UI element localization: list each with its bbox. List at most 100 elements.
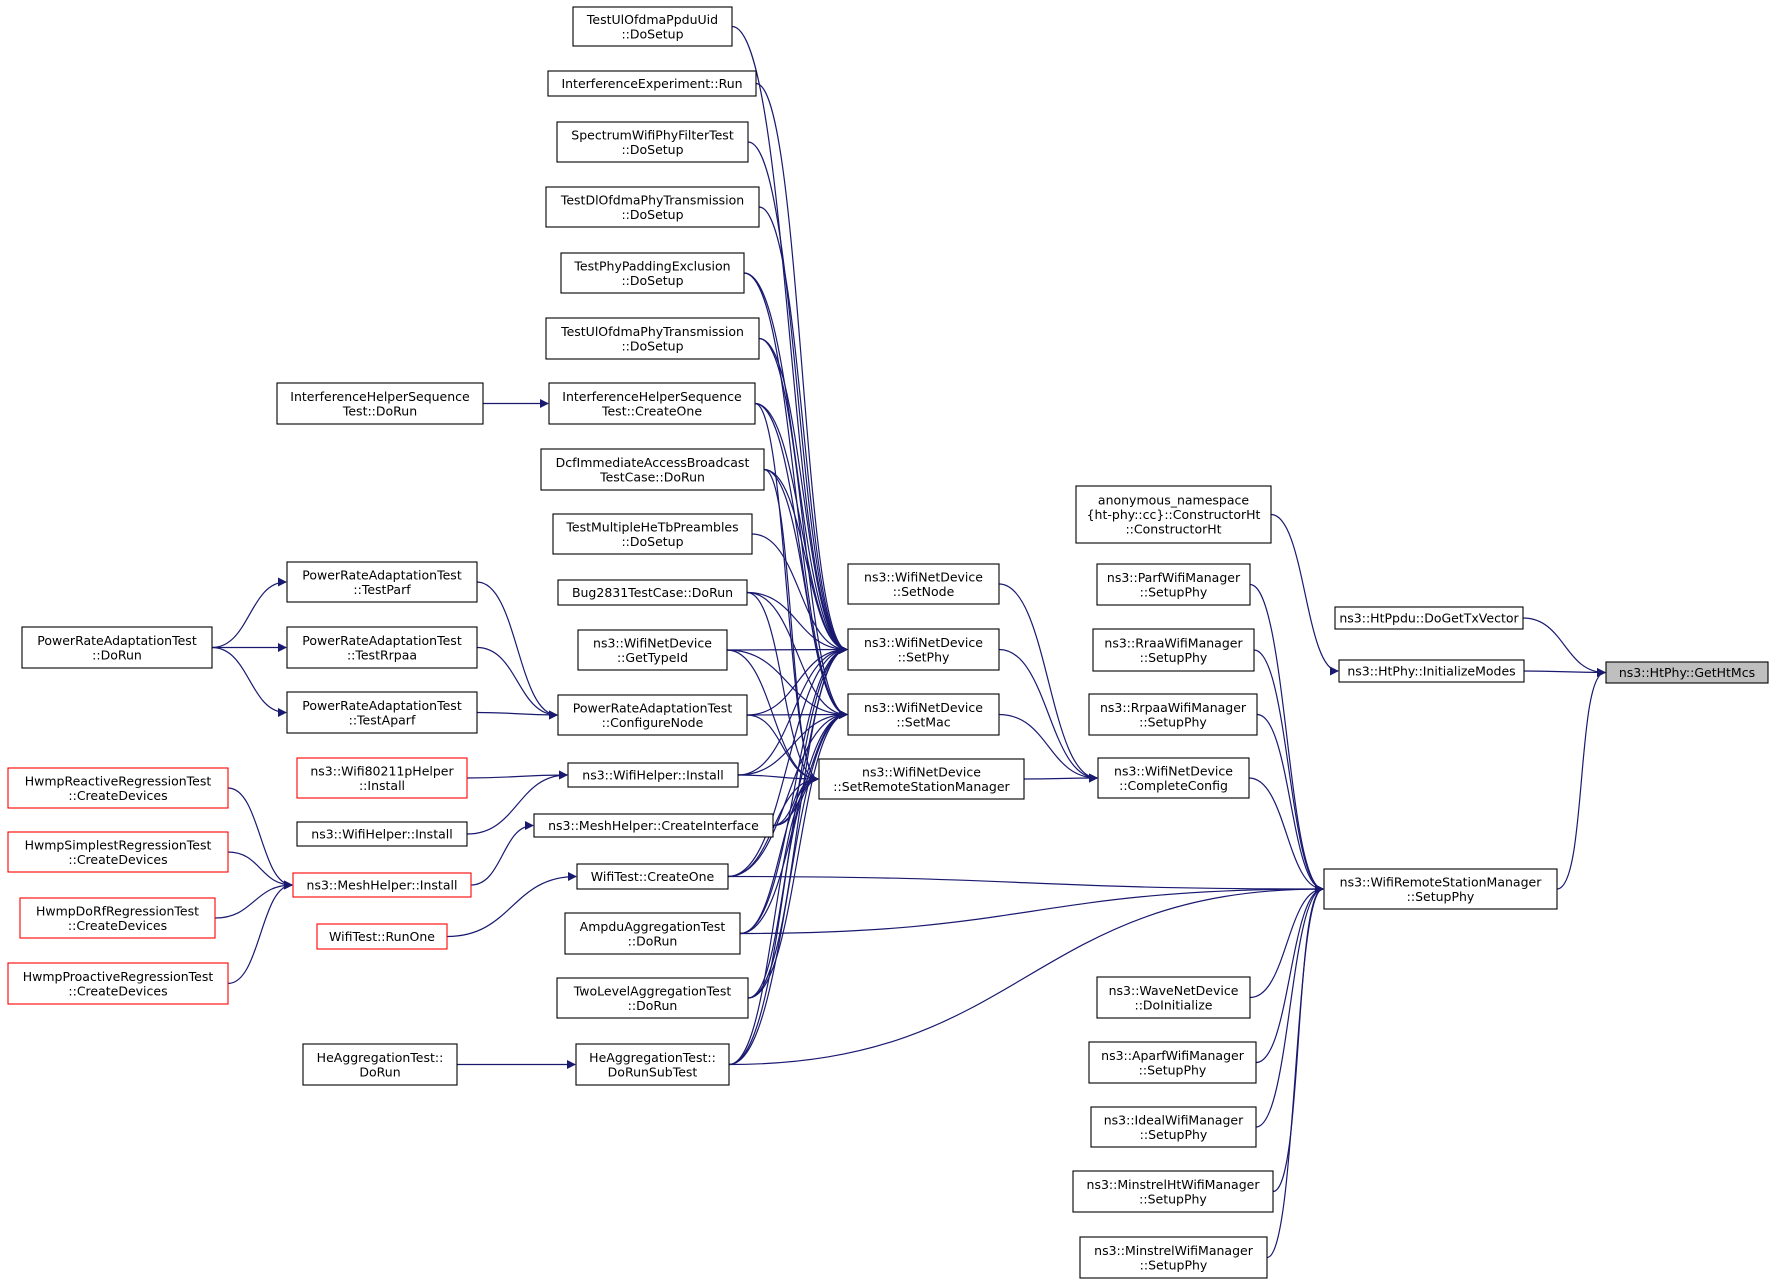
node-label: HeAggregationTest::: [317, 1050, 444, 1065]
node-powerrateadaptationtest-dorun[interactable]: PowerRateAdaptationTest::DoRun: [21, 626, 213, 669]
node-testulofdmappduuid-dosetup[interactable]: TestUlOfdmaPpduUid::DoSetup: [572, 6, 733, 47]
node-heaggregationtest-dorunsubtest[interactable]: HeAggregationTest::DoRunSubTest: [575, 1043, 730, 1086]
node-label: ::SetPhy: [898, 649, 950, 664]
node-wifitest-createone[interactable]: WifiTest::CreateOne: [576, 863, 729, 890]
node-box: [557, 694, 748, 736]
node-spectrumwifiphyfiltertest-dosetup[interactable]: SpectrumWifiPhyFilterTest::DoSetup: [556, 121, 749, 163]
call-edge: [728, 710, 848, 1066]
node-wifitest-runone[interactable]: WifiTest::RunOne: [316, 923, 448, 950]
call-edge-line: [1249, 884, 1324, 999]
call-edge-line: [998, 713, 1098, 783]
node-hwmpsimplestregressiontest-createdevices[interactable]: HwmpSimplestRegressionTest::CreateDevice…: [7, 831, 229, 873]
node-box: [548, 382, 756, 425]
node-ns3-meshhelper-createinterface[interactable]: ns3::MeshHelper::CreateInterface: [533, 813, 774, 838]
node-label: ::SetRemoteStationManager: [833, 779, 1010, 794]
node-label: ::SetupPhy: [1140, 1257, 1208, 1272]
node-label: ns3::WifiRemoteStationManager: [1340, 874, 1543, 889]
node-label: ::Install: [359, 778, 405, 793]
node-label: ::CreateDevices: [68, 852, 167, 867]
node-label: WifiTest::RunOne: [329, 929, 435, 944]
call-edge: [1522, 617, 1606, 677]
node-hwmpproactiveregressiontest-createdevices[interactable]: HwmpProactiveRegressionTest::CreateDevic…: [7, 962, 229, 1005]
node-ns3-meshhelper-install[interactable]: ns3::MeshHelper::Install: [292, 872, 472, 898]
node-label: ::SetNode: [893, 584, 955, 599]
call-edge: [728, 774, 819, 1066]
call-edge: [1523, 667, 1606, 677]
node-ns3-idealwifimanager-setupphy[interactable]: ns3::IdealWifiManager::SetupPhy: [1090, 1106, 1257, 1148]
call-edge: [446, 872, 577, 938]
call-edge: [737, 645, 848, 776]
node-label: ns3::WifiNetDevice: [864, 569, 983, 584]
call-edge: [227, 787, 293, 890]
node-box: [1090, 1106, 1257, 1148]
node-label: Test::DoRun: [342, 403, 417, 418]
call-edge-line: [727, 875, 1324, 894]
node-testphypaddingexclusion-dosetup[interactable]: TestPhyPaddingExclusion::DoSetup: [560, 252, 745, 294]
node-interferencehelpersequence-test-createone[interactable]: InterferenceHelperSequenceTest::CreateOn…: [548, 382, 756, 425]
node-label: ::DoRun: [628, 933, 678, 948]
node-ns3-htphy-initializemodes[interactable]: ns3::HtPhy::InitializeModes: [1338, 659, 1525, 683]
node-box: [847, 563, 1000, 605]
node-twolevelaggregationtest-dorun[interactable]: TwoLevelAggregationTest::DoRun: [556, 977, 749, 1019]
node-ns3-wavenetdevice-doinitialize[interactable]: ns3::WaveNetDevice::DoInitialize: [1096, 976, 1251, 1019]
node-label: ::DoSetup: [621, 338, 683, 353]
node-ns3-htphy-gethtmcs[interactable]: ns3::HtPhy::GetHtMcs: [1605, 661, 1769, 684]
call-edge-line: [726, 649, 819, 784]
node-ns3-wifinetdevice-gettypeid[interactable]: ns3::WifiNetDevice::GetTypeId: [577, 629, 728, 671]
node-label: HwmpSimplestRegressionTest: [25, 837, 212, 852]
node-ns3-wifinetdevice-setremotestationmanager[interactable]: ns3::WifiNetDevice::SetRemoteStationMana…: [818, 758, 1025, 800]
node-powerrateadaptationtest-testaparf[interactable]: PowerRateAdaptationTest::TestAparf: [286, 691, 478, 734]
node-ns3-rraawifimanager-setupphy[interactable]: ns3::RraaWifiManager::SetupPhy: [1092, 628, 1255, 672]
node-box: [576, 863, 729, 890]
call-edge: [1255, 884, 1324, 1064]
node-label: ns3::WifiNetDevice: [593, 635, 712, 650]
node-testmultiplehetbpreambles-dosetup[interactable]: TestMultipleHeTbPreambles::DoSetup: [552, 513, 753, 555]
node-ns3-wifihelper-install[interactable]: ns3::WifiHelper::Install: [567, 762, 739, 788]
node-testdlofdmaphytransmission-dosetup[interactable]: TestDlOfdmaPhyTransmission::DoSetup: [545, 186, 760, 228]
node-ns3-wifi80211phelper-install[interactable]: ns3::Wifi80211pHelper::Install: [296, 757, 468, 799]
node-label: HeAggregationTest::: [589, 1050, 716, 1065]
node-testulofdmaphytransmission-dosetup[interactable]: TestUlOfdmaPhyTransmission::DoSetup: [545, 317, 760, 360]
node-ns3-wifiremotestationmanager-setupphy[interactable]: ns3::WifiRemoteStationManager::SetupPhy: [1323, 868, 1558, 910]
node-hwmpdorfregressiontest-createdevices[interactable]: HwmpDoRfRegressionTest::CreateDevices: [19, 897, 216, 939]
node-ampduaggregationtest-dorun[interactable]: AmpduAggregationTest::DoRun: [564, 912, 741, 955]
node-box: [547, 70, 757, 97]
node-ns3-wifinetdevice-setmac[interactable]: ns3::WifiNetDevice::SetMac: [847, 693, 1000, 736]
node-box: [560, 252, 745, 294]
call-edge: [476, 710, 558, 720]
node-ns3-wifinetdevice-setphy[interactable]: ns3::WifiNetDevice::SetPhy: [847, 628, 1000, 671]
node-powerrateadaptationtest-configurenode[interactable]: PowerRateAdaptationTest::ConfigureNode: [557, 694, 748, 736]
node-label: ::SetupPhy: [1139, 1191, 1207, 1206]
node-box: [567, 762, 739, 788]
node-hwmpreactiveregressiontest-createdevices[interactable]: HwmpReactiveRegressionTest::CreateDevice…: [7, 767, 229, 809]
node-ns3-wifihelper-install[interactable]: ns3::WifiHelper::Install: [296, 821, 468, 847]
node-label: TestDlOfdmaPhyTransmission: [560, 192, 744, 207]
call-edge: [737, 774, 819, 784]
node-label: DoRun: [359, 1064, 400, 1079]
node-ns3-wifinetdevice-completeconfig[interactable]: ns3::WifiNetDevice::CompleteConfig: [1097, 757, 1250, 799]
node-ns3-minstrelwifimanager-setupphy[interactable]: ns3::MinstrelWifiManager::SetupPhy: [1079, 1236, 1268, 1279]
call-edge-line: [1248, 777, 1324, 894]
node-ns3-minstrelhtwifimanager-setupphy[interactable]: ns3::MinstrelHtWifiManager::SetupPhy: [1072, 1170, 1274, 1213]
call-edge: [1249, 583, 1324, 894]
node-label: ::DoSetup: [621, 26, 683, 41]
node-powerrateadaptationtest-testparf[interactable]: PowerRateAdaptationTest::TestParf: [286, 561, 478, 603]
call-edge-line: [1256, 713, 1324, 894]
node-box: [1088, 1041, 1257, 1084]
call-edge-line: [746, 645, 848, 716]
node-ns3-wifinetdevice-setnode[interactable]: ns3::WifiNetDevice::SetNode: [847, 563, 1000, 605]
node-interferenceexperiment-run[interactable]: InterferenceExperiment::Run: [547, 70, 757, 97]
call-edge: [726, 645, 848, 655]
node-heaggregationtest-dorun[interactable]: HeAggregationTest::DoRun: [302, 1043, 458, 1086]
call-edge: [746, 714, 819, 784]
node-dcfimmediateaccessbroadcast-testcase-dorun[interactable]: DcfImmediateAccessBroadcastTestCase::DoR…: [540, 448, 765, 491]
node-ns3-rrpaawifimanager-setupphy[interactable]: ns3::RrpaaWifiManager::SetupPhy: [1088, 693, 1258, 736]
node-bug2831testcase-dorun[interactable]: Bug2831TestCase::DoRun: [557, 579, 748, 606]
node-ns3-htppdu-dogettxvector[interactable]: ns3::HtPpdu::DoGetTxVector: [1334, 606, 1524, 630]
node-powerrateadaptationtest-testrrpaa[interactable]: PowerRateAdaptationTest::TestRrpaa: [286, 626, 478, 669]
node-ns3-parfwifimanager-setupphy[interactable]: ns3::ParfWifiManager::SetupPhy: [1096, 563, 1251, 606]
call-edge: [746, 591, 819, 784]
node-ns3-aparfwifimanager-setupphy[interactable]: ns3::AparfWifiManager::SetupPhy: [1088, 1041, 1257, 1084]
node-anonymous-namespace-ht-phy-cc-constructorht-constructorht[interactable]: anonymous_namespace{ht-phy::cc}::Constru…: [1075, 485, 1272, 544]
